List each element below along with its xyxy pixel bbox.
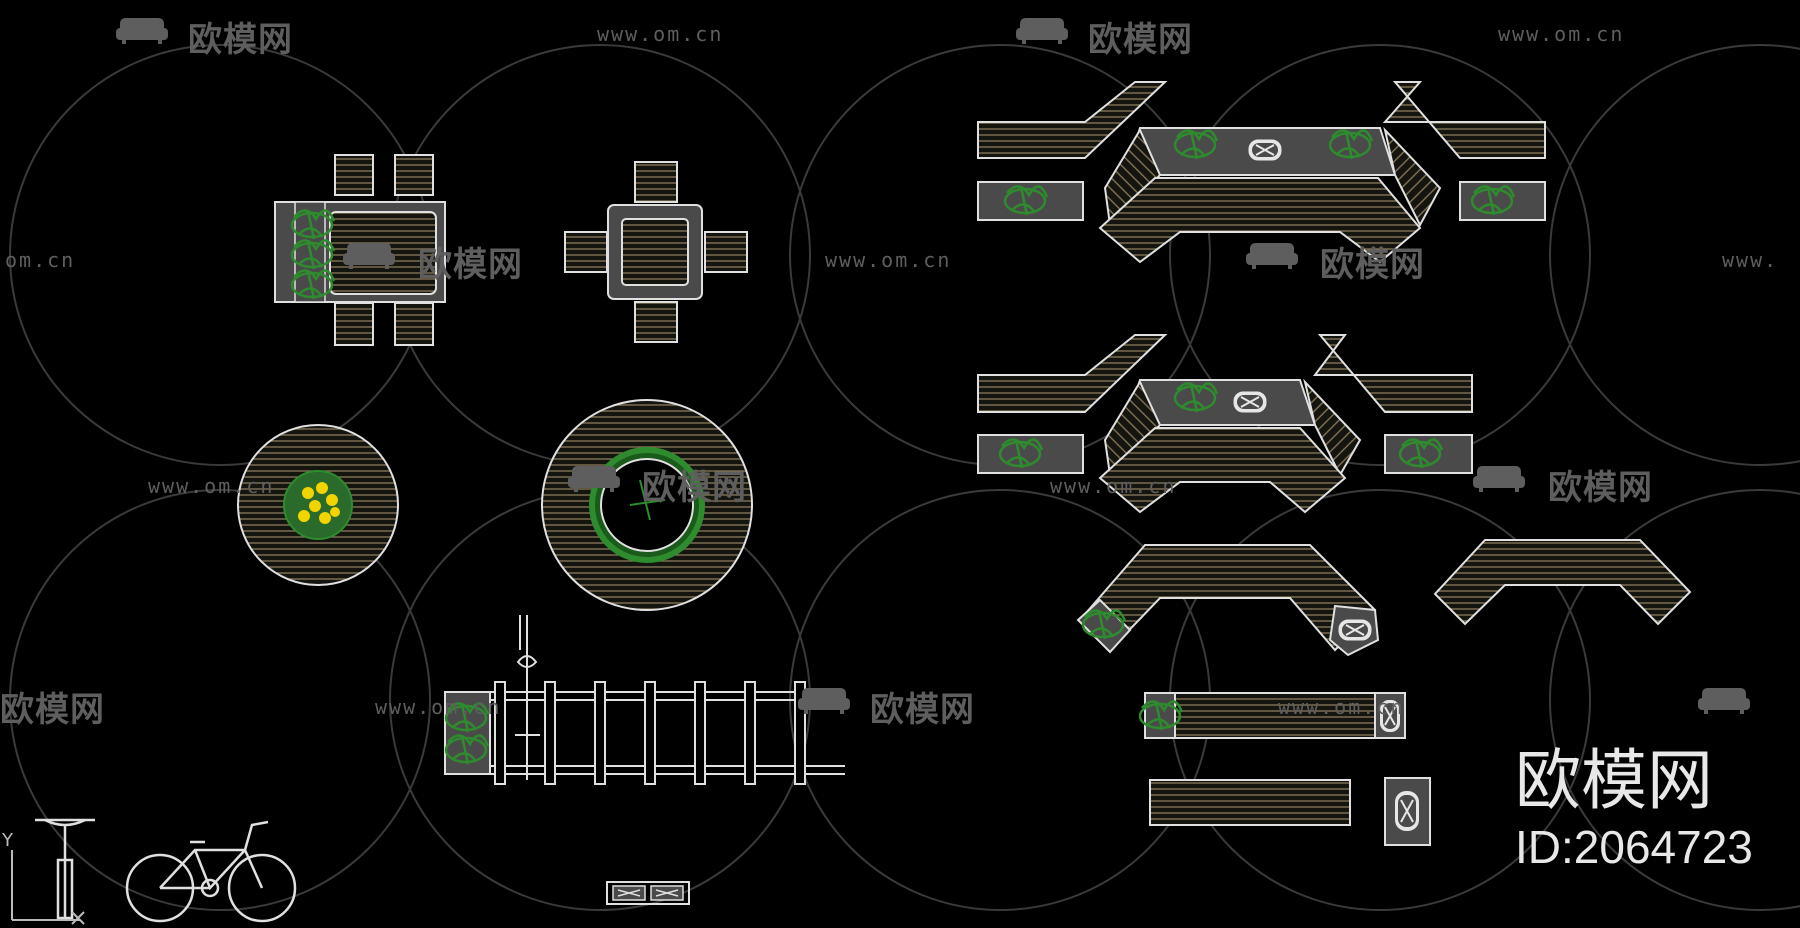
watermark-name: 欧模网 <box>418 245 523 285</box>
flower-icon <box>298 482 340 524</box>
ucs-axis-y-label: Y <box>2 830 13 851</box>
watermark-url: www.om.cn <box>375 695 502 719</box>
angled-bench-with-planter[interactable] <box>1076 544 1380 657</box>
planter-bench-complex-a[interactable] <box>977 81 1546 264</box>
watermark-name: 欧模网 <box>870 690 975 730</box>
angled-bench[interactable] <box>1433 539 1692 626</box>
watermark-url: www. <box>1722 248 1779 272</box>
table-with-chairs-a[interactable] <box>274 154 446 346</box>
watermark-url: om.cn <box>5 248 76 272</box>
drain-grate-icon <box>1380 700 1400 732</box>
brand-name: 欧模网 <box>1515 742 1713 819</box>
watermark-name: 欧模网 <box>1548 468 1653 508</box>
watermark-name: 欧模网 <box>188 20 293 60</box>
watermark-url: www.om.cn <box>1278 695 1405 719</box>
watermark-name: 欧模网 <box>0 690 105 730</box>
watermark-url: www.om.cn <box>148 474 275 498</box>
watermark-url: www.om.cn <box>1050 474 1177 498</box>
drain-grate-icon <box>1338 619 1372 641</box>
round-bench-ring-planter[interactable] <box>541 399 753 611</box>
linear-bench-rack[interactable] <box>444 615 845 785</box>
bicycle-front-view-icon <box>35 818 95 920</box>
drain-grate-box <box>1384 777 1431 846</box>
watermark-name: 欧模网 <box>642 468 747 508</box>
watermark-name: 欧模网 <box>1088 20 1193 60</box>
table-with-chairs-b[interactable] <box>564 161 748 343</box>
watermark-url: www.om.cn <box>825 248 952 272</box>
round-planter-flowers[interactable] <box>237 424 399 586</box>
double-grate <box>606 881 690 905</box>
model-id: ID:2064723 <box>1515 821 1753 873</box>
watermark-url: www.om.cn <box>1498 22 1625 46</box>
simple-bench[interactable] <box>1149 779 1351 826</box>
linear-bench-planter[interactable] <box>1138 692 1406 739</box>
watermark-url: www.om.cn <box>597 22 724 46</box>
planter-bench-complex-b[interactable] <box>977 334 1473 514</box>
bicycle-icon <box>125 820 297 923</box>
ucs-axis-icon <box>11 850 85 925</box>
drain-grate-icon <box>1248 139 1282 161</box>
bicycle-rack-icon <box>515 615 540 780</box>
watermark-name: 欧模网 <box>1320 245 1425 285</box>
drain-grate-icon <box>1233 391 1267 413</box>
